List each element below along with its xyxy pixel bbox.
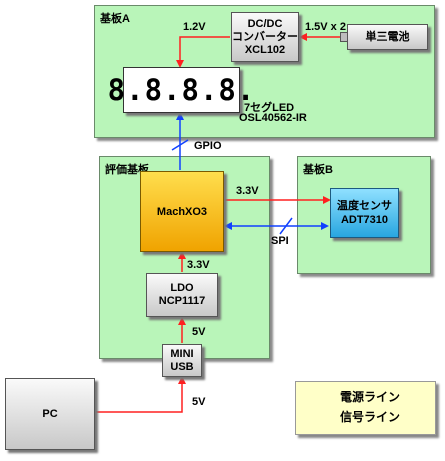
spi-slash [279,217,293,235]
fpga-label: MachXO3 [156,205,208,218]
sensor-line-2: ADT7310 [340,214,389,226]
pc: PC [5,378,95,450]
line-pc-to-usb [96,376,186,413]
sensor-line-1: 温度センサ [337,200,392,212]
dcdc-line-1: DC/DC [247,17,283,30]
evaluation-board: 評価基板 [99,156,270,359]
legend-signal-text: 信号ライン [340,410,401,424]
fpga-machxo3: MachXO3 [140,171,224,252]
seven-segment-part: OSL40562-IR [239,112,307,124]
usb-line-1: MINI [170,347,194,360]
label-ldo-out: 3.3V [187,259,210,271]
gpio-slash [171,139,189,151]
seven-segment-digits: 8.8.8.8. [107,73,256,107]
ldo-line-2: NCP1117 [158,295,206,307]
evaluation-board-title: 評価基板 [105,164,149,176]
battery: 単三電池 [340,24,430,50]
seven-segment-display: 8.8.8.8. [108,67,254,113]
temperature-sensor: 温度センサ ADT7310 [330,188,399,238]
dcdc-converter: DC/DC コンバーター XCL102 [231,12,299,62]
dcdc-line-3: XCL102 [244,43,286,56]
pc-label: PC [42,407,58,420]
seven-segment-name: 7セグLED [244,102,295,114]
label-dcdc-out: 1.2V [183,21,206,33]
line-dcdc-to-7seg [176,36,230,68]
ldo-line-1: LDO [170,282,194,294]
board-a-title: 基板A [100,13,130,25]
battery-body: 単三電池 [347,24,428,50]
legend-power-text: 電源ライン [340,390,401,404]
dcdc-line-2: コンバーター [232,30,298,43]
legend: 電源ライン 信号ライン [295,381,436,435]
board-b-title: 基板B [303,164,333,176]
label-usb-to-ldo: 5V [192,326,206,338]
mini-usb-connector: MINI USB [162,344,202,377]
label-pc-to-usb: 5V [192,396,206,408]
label-battery-voltage: 1.5V x 2 [305,21,346,33]
label-spi: SPI [271,235,289,247]
ldo-regulator: LDO NCP1117 [146,273,218,317]
label-gpio: GPIO [194,140,222,152]
usb-line-2: USB [170,360,194,373]
label-fpga-to-sensor: 3.3V [236,185,259,197]
battery-label: 単三電池 [365,30,410,43]
